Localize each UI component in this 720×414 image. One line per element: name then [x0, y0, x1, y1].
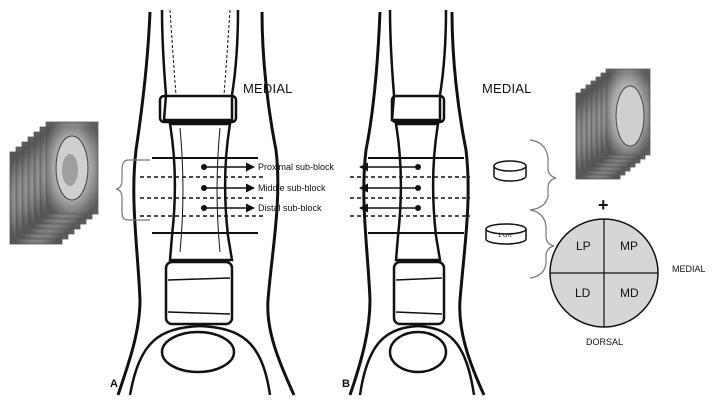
label-distal-sub-block: Distal sub-block — [258, 203, 322, 213]
limb-outline-a — [116, 11, 296, 396]
joint-block-b2 — [392, 260, 446, 326]
limb-outline-b — [348, 11, 486, 396]
quadrant-ld: LD — [575, 286, 591, 300]
orientation-medial-label: MEDIAL — [672, 264, 706, 274]
slice-stack-a — [9, 121, 99, 245]
proximal-phalanx-a — [168, 122, 234, 262]
upper-bone-a — [160, 9, 240, 122]
label-middle-sub-block: Middle sub-block — [258, 183, 326, 193]
upper-bone-b — [388, 9, 448, 122]
coffin-bone-a — [160, 330, 236, 374]
proximal-phalanx-b — [394, 122, 442, 262]
plus-sign: + — [598, 195, 609, 215]
quadrant-mp: MP — [620, 239, 638, 253]
label-proximal-sub-block: Proximal sub-block — [258, 162, 335, 172]
quadrant-md: MD — [620, 286, 639, 300]
medial-label-b: MEDIAL — [482, 81, 532, 96]
hoof-b — [358, 324, 476, 396]
panel-a: Proximal sub-block Middle sub-block Dist… — [9, 9, 335, 396]
coffin-bone-b — [388, 330, 448, 374]
joint-block-a2 — [164, 260, 234, 326]
quadrant-diagram: LP MP LD MD — [549, 218, 659, 328]
slice-disc-bottom: 1 cm. — [485, 223, 527, 245]
slice-thickness-label: 1 cm. — [498, 233, 513, 239]
panel-b: MEDIAL 1 cm. + — [342, 9, 706, 396]
bracket-b-bottom — [529, 209, 555, 279]
bracket-b-top — [529, 139, 557, 211]
joint-block-a1 — [158, 94, 238, 124]
panel-letter-a: A — [110, 378, 118, 390]
hoof-a — [128, 324, 272, 396]
bracket-a — [115, 159, 150, 221]
slice-disc-top — [493, 160, 527, 182]
slice-stack-b — [575, 68, 651, 180]
joint-block-b1 — [390, 94, 446, 124]
medial-label-a: MEDIAL — [243, 81, 293, 96]
panel-letter-b: B — [342, 378, 350, 390]
quadrant-lp: LP — [576, 239, 591, 253]
orientation-dorsal-label: DORSAL — [586, 337, 623, 347]
